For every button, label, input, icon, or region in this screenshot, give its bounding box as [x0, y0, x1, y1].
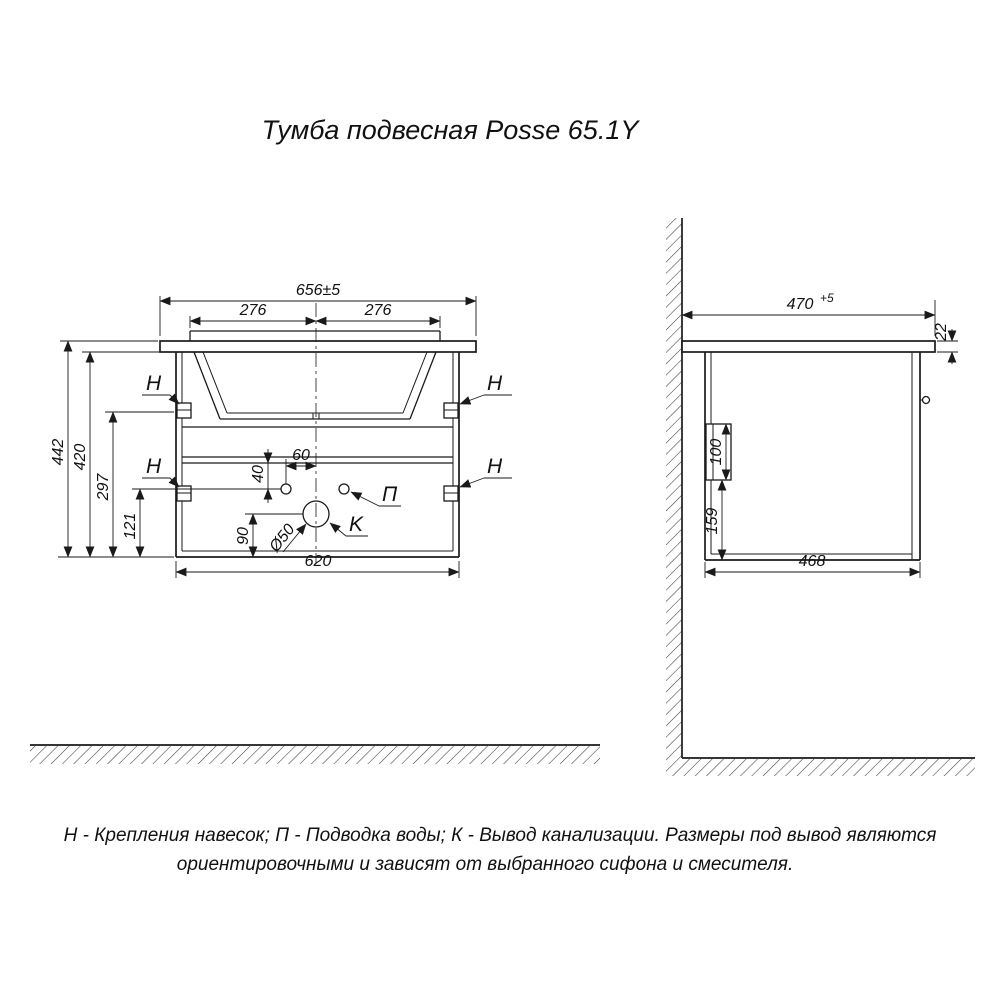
- dim-offset-60: 60: [292, 447, 310, 464]
- caption-line-2: ориентировочными и зависят от выбранного…: [177, 854, 793, 875]
- door-knob: [921, 395, 931, 405]
- hanging-brackets: [176, 402, 459, 502]
- ground-hatch-left: [30, 744, 600, 764]
- side-view: 470 +5 22 100 159 468: [666, 218, 958, 758]
- front-dim-left: 442 420 297 121: [50, 340, 281, 558]
- dim-offset-159: 159: [704, 508, 721, 535]
- wall-hatch: [666, 218, 683, 758]
- side-dims: 470 +5 22 100 159 468: [681, 291, 958, 578]
- dim-offset-90: 90: [235, 527, 252, 545]
- side-cabinet-outline: [681, 340, 936, 561]
- dim-top-thickness: 22: [933, 323, 950, 342]
- dim-half-right: 276: [364, 302, 392, 319]
- dim-bracket-height: 100: [708, 439, 725, 466]
- caption-line-1: Н - Крепления навесок; П - Подводка воды…: [64, 825, 937, 846]
- marker-h-bottom-left: H: [146, 455, 162, 478]
- dim-offset-40: 40: [250, 465, 267, 483]
- dim-height-297: 297: [95, 473, 112, 502]
- front-dim-top: 656±5 276 276: [159, 282, 477, 336]
- marker-h-bottom-right: H: [487, 455, 503, 478]
- dim-depth-bottom: 468: [799, 553, 826, 570]
- dim-height-121: 121: [122, 513, 139, 540]
- dim-width-top: 656±5: [296, 282, 340, 299]
- dim-height-body: 420: [72, 444, 89, 471]
- callout-labels: H H H H П K: [142, 372, 512, 537]
- ground-hatch-right: [666, 757, 975, 776]
- front-view: 656±5 276 276 442 420 297 121: [50, 282, 512, 578]
- water-hole-left: [280, 483, 292, 495]
- marker-h-top-right: H: [487, 372, 503, 395]
- dim-depth-top-tolerance: +5: [820, 291, 834, 305]
- service-holes: [280, 483, 350, 528]
- dim-half-left: 276: [239, 302, 267, 319]
- caption: Н - Крепления навесок; П - Подводка воды…: [64, 825, 937, 875]
- marker-h-top-left: H: [146, 372, 162, 395]
- dim-width-bottom: 620: [305, 553, 332, 570]
- page-title: Тумба подвесная Posse 65.1Y: [262, 115, 641, 145]
- sink-bowl: [189, 330, 441, 420]
- front-dim-bottom: 620: [175, 553, 460, 578]
- dim-height-total: 442: [50, 439, 67, 466]
- water-hole-right: [338, 483, 350, 495]
- marker-p: П: [382, 483, 398, 506]
- front-cabinet-outline: [159, 340, 477, 558]
- marker-k: K: [349, 513, 364, 536]
- dim-depth-top: 470: [787, 296, 814, 313]
